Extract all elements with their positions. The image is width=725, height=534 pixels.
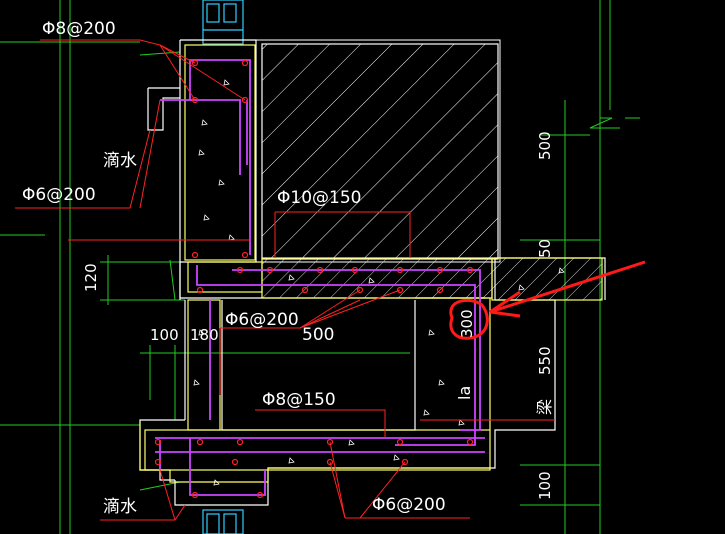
- rebar-dots: [154, 59, 474, 499]
- dim-300: 300: [458, 309, 476, 338]
- label-phi6-200-mid: Φ6@200: [225, 310, 299, 330]
- dim-550: 550: [536, 346, 554, 375]
- dim-180: 180: [190, 326, 219, 344]
- label-phi10-150: Φ10@150: [277, 188, 361, 208]
- window-frame-top: [202, 0, 244, 45]
- dim-50: 50: [536, 239, 554, 258]
- label-phi8-200: Φ8@200: [42, 19, 116, 39]
- aggregate-marks: [193, 79, 565, 486]
- red-annotation: [449, 260, 646, 340]
- wall-block: [255, 39, 501, 263]
- beam-edge: [139, 44, 603, 483]
- label-beam: 梁: [535, 399, 554, 415]
- label-phi6-200-left: Φ6@200: [22, 185, 96, 205]
- break-line: [589, 117, 620, 129]
- window-frame-bottom: [202, 509, 244, 534]
- label-500-mid: 500: [302, 325, 334, 345]
- rebar-lines: [155, 59, 485, 496]
- label-phi6-200-bottom: Φ6@200: [372, 495, 446, 515]
- dim-100-right: 100: [536, 471, 554, 500]
- dim-100-left: 100: [150, 326, 179, 344]
- dim-500: 500: [536, 131, 554, 160]
- leader-lines: [15, 39, 555, 521]
- label-drip-bottom: 滴水: [103, 497, 137, 517]
- label-drip-top: 滴水: [103, 151, 137, 171]
- label-la: la: [455, 386, 474, 400]
- dim-120: 120: [82, 263, 100, 292]
- label-phi8-150: Φ8@150: [262, 390, 336, 410]
